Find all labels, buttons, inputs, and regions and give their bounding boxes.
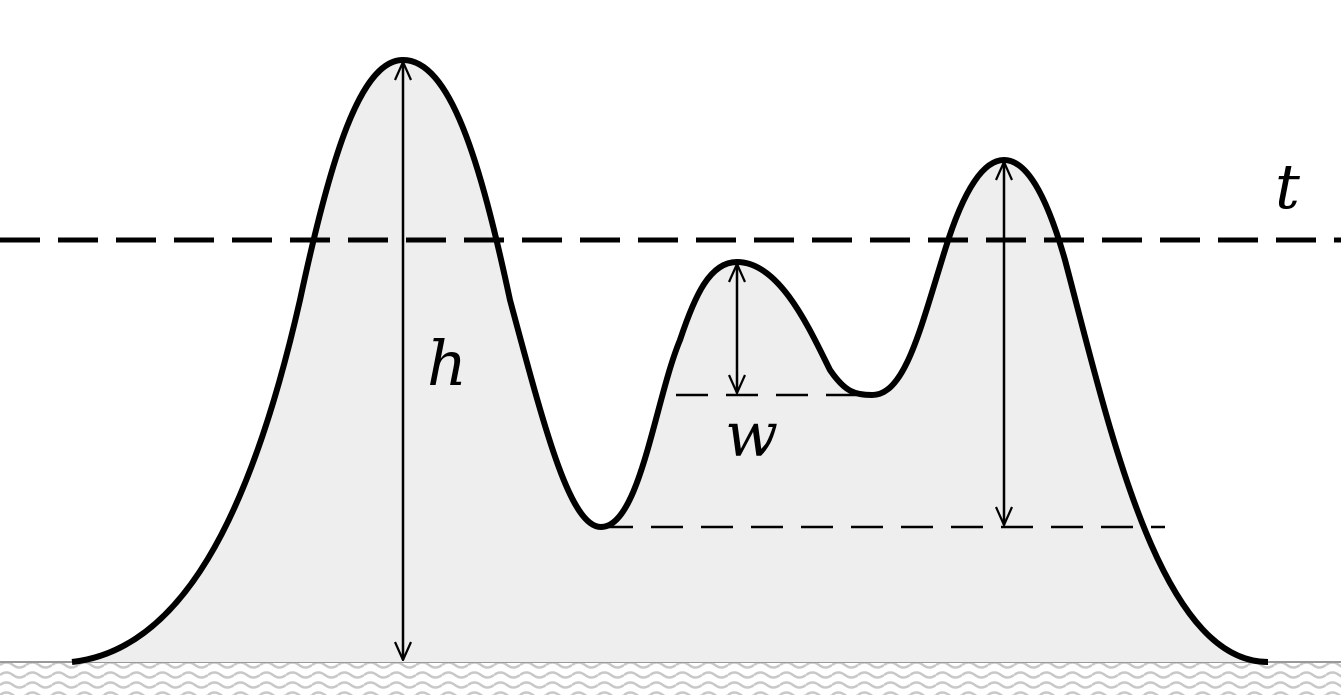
terrain-fill: [72, 60, 1268, 662]
width-label: w: [725, 398, 778, 471]
height-label: h: [427, 327, 467, 400]
threshold-label: t: [1275, 150, 1300, 223]
ground-strip: [0, 662, 1341, 695]
terrain-outline: [71, 57, 1269, 665]
